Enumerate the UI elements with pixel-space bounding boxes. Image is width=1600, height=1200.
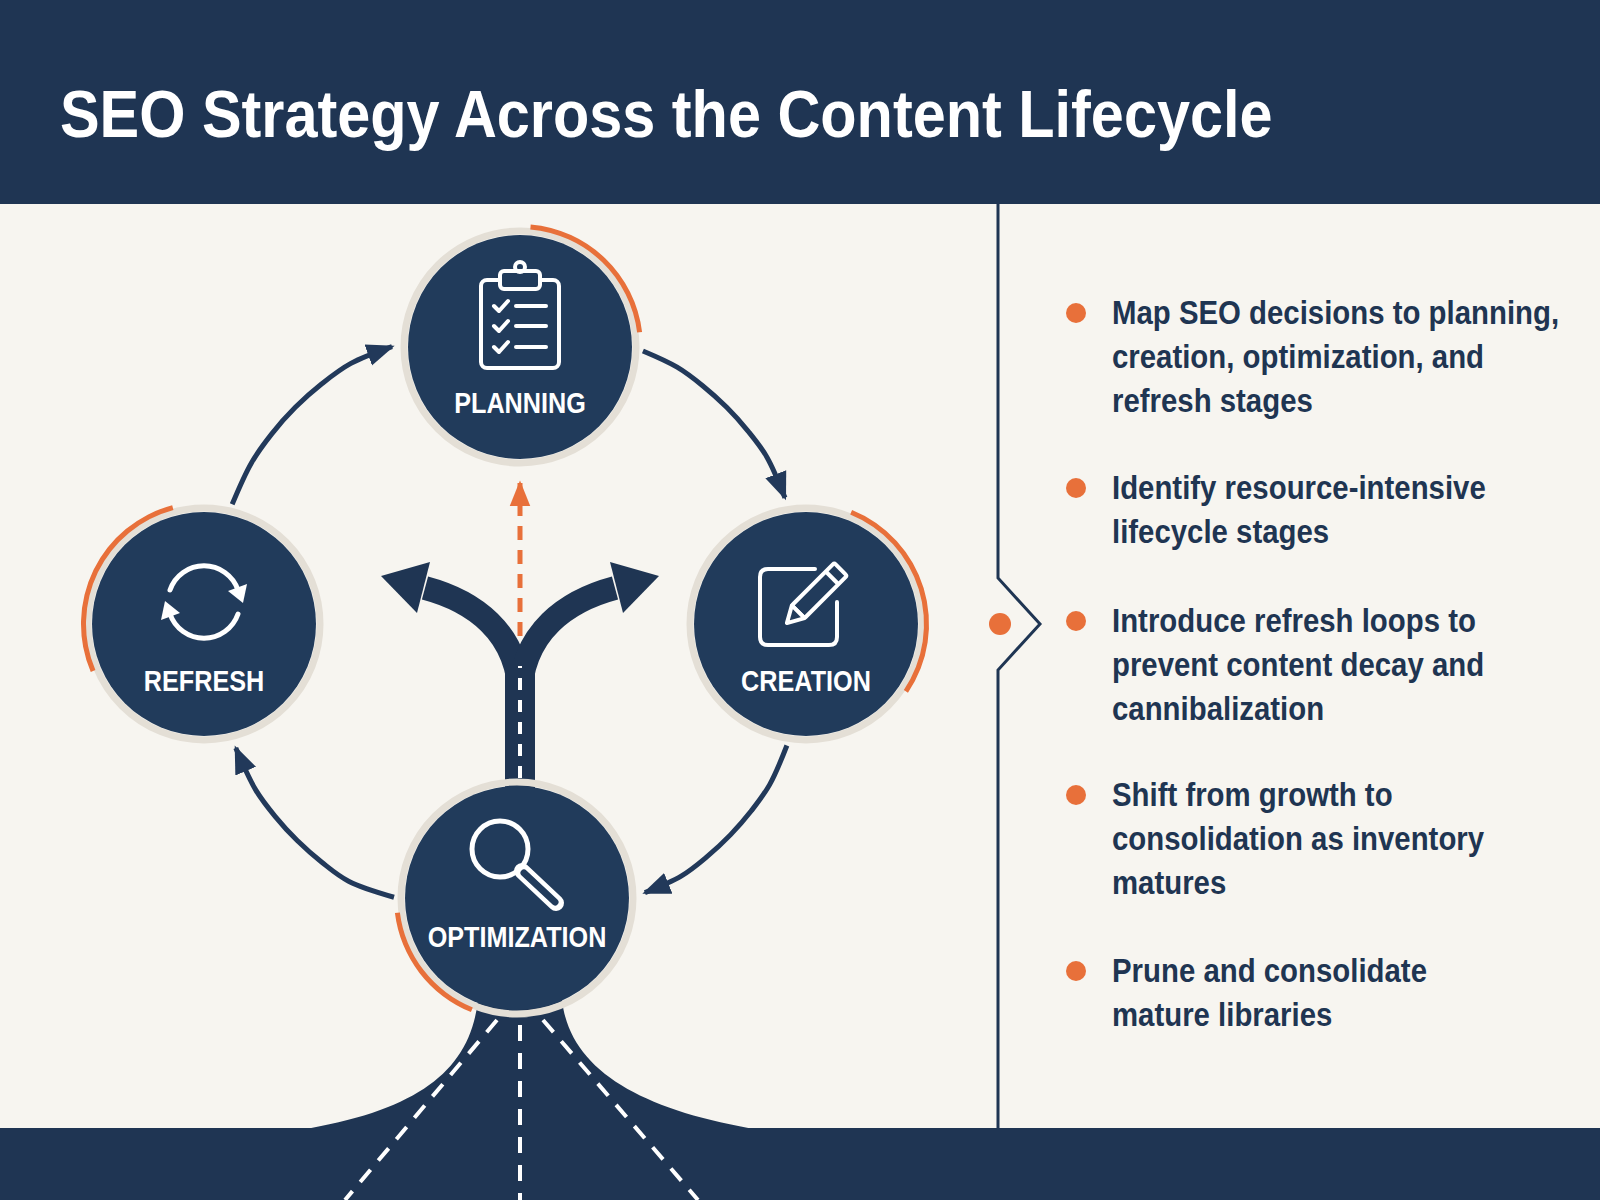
- road-stem: [505, 660, 535, 790]
- road-marking: [518, 1025, 522, 1200]
- header-band: [0, 0, 1600, 204]
- list-line: [516, 304, 546, 308]
- pencil-body: [792, 563, 847, 618]
- refresh-arrow-head: [161, 601, 180, 620]
- cycle-arrow: [643, 351, 785, 498]
- bullet-text: Identify resource-intensive lifecycle st…: [1112, 466, 1577, 554]
- bullet-dot: [1066, 785, 1086, 805]
- circle-fill: [92, 512, 316, 736]
- list-line: [516, 324, 546, 328]
- stage-circle: OPTIMIZATION: [397, 778, 637, 1018]
- stage-circle: CREATION: [686, 504, 926, 744]
- handle: [524, 873, 555, 902]
- divider-dot: [989, 613, 1011, 635]
- circle-fill: [405, 786, 629, 1010]
- handle-outline: [522, 871, 556, 903]
- circle-outline: [397, 778, 637, 1018]
- bullet-dot: [1066, 303, 1086, 323]
- clipboard-body: [481, 280, 559, 368]
- check-mark: [494, 342, 508, 352]
- refresh-arc: [170, 566, 238, 590]
- bullet-text: Prune and consolidate mature libraries: [1112, 949, 1521, 1037]
- refresh-arc: [170, 614, 238, 638]
- panel-divider: [998, 204, 1040, 1128]
- page-title: SEO Strategy Across the Content Lifecycl…: [60, 70, 1273, 158]
- stage-label: PLANNING: [386, 385, 655, 421]
- edit-icon: [760, 563, 847, 645]
- stage-label: OPTIMIZATION: [383, 919, 652, 955]
- road-marking: [345, 1020, 497, 1200]
- refresh-icon: [161, 566, 247, 638]
- footer-band: [0, 1128, 1600, 1200]
- circle-ring: [401, 782, 633, 1014]
- circle-ring: [404, 231, 636, 463]
- circle-outline: [686, 504, 926, 744]
- bullet-dot: [1066, 478, 1086, 498]
- stage-circle: REFRESH: [84, 504, 324, 744]
- clipboard-icon: [481, 262, 559, 368]
- road-marking: [518, 666, 522, 778]
- cycle-arrow: [232, 347, 392, 505]
- bullet-dot: [1066, 611, 1086, 631]
- bullet-text: Map SEO decisions to planning, creation,…: [1112, 291, 1577, 423]
- cycle-arrow: [645, 746, 787, 893]
- road-arrow-head: [381, 562, 430, 613]
- circle-outline: [84, 504, 324, 744]
- bullet-text: Introduce refresh loops to prevent conte…: [1112, 599, 1577, 731]
- check-mark: [494, 321, 508, 331]
- pencil: [781, 563, 847, 629]
- road-arrow-head: [610, 562, 659, 613]
- stage-label: REFRESH: [70, 663, 339, 699]
- list-line: [516, 345, 546, 349]
- check-mark: [494, 301, 508, 311]
- circle-fill: [694, 512, 918, 736]
- circle-fill: [408, 235, 632, 459]
- stage-label: CREATION: [672, 663, 941, 699]
- road-base: [300, 1000, 760, 1130]
- pencil-tip: [781, 605, 805, 629]
- refresh-arrow-head: [228, 584, 247, 603]
- search-icon: [472, 821, 556, 903]
- road-marking: [543, 1020, 698, 1200]
- bullet-text: Shift from growth to consolidation as in…: [1112, 773, 1577, 905]
- accent-arc: [81, 505, 173, 672]
- clipboard-ring: [515, 262, 525, 272]
- circle-ring: [690, 508, 922, 740]
- pencil-band: [826, 571, 839, 584]
- cycle-arrow: [236, 748, 394, 897]
- circle-ring: [88, 508, 320, 740]
- bullet-dot: [1066, 961, 1086, 981]
